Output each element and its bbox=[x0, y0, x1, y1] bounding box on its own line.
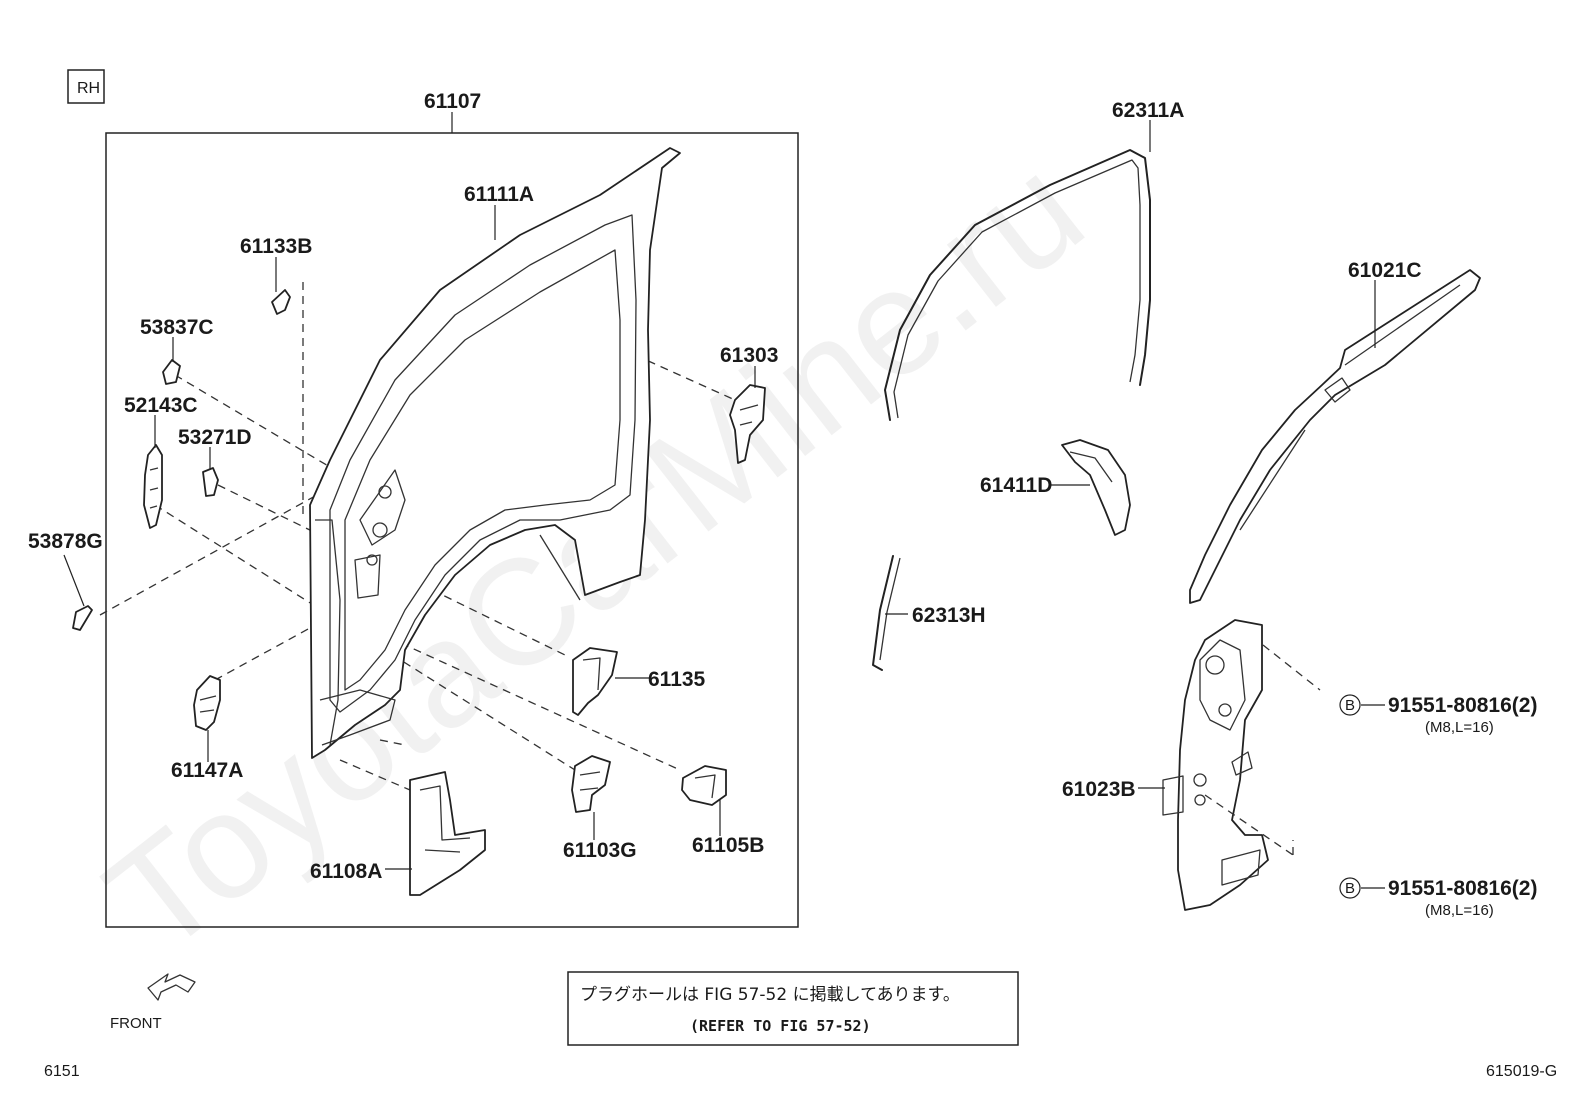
label-53837C: 53837C bbox=[140, 316, 214, 339]
label-53878G: 53878G bbox=[28, 530, 103, 553]
part-61103G bbox=[571, 755, 611, 813]
part-53837C bbox=[162, 359, 181, 385]
body-side-outer-panel bbox=[309, 147, 681, 759]
assembly-dashes-right bbox=[1204, 644, 1321, 856]
note-line-2: (REFER TO FIG 57-52) bbox=[690, 1017, 871, 1035]
label-61105B: 61105B bbox=[692, 834, 764, 857]
bolt-callout-bottom bbox=[1339, 877, 1361, 899]
label-bolt-bottom: 91551-80816(2) bbox=[1388, 877, 1537, 900]
bolt-callout-top-letter: B bbox=[1345, 697, 1355, 714]
side-badge-frame bbox=[67, 69, 105, 104]
part-61023B bbox=[1162, 619, 1269, 911]
part-52143C bbox=[143, 444, 163, 529]
label-bolt-top: 91551-80816(2) bbox=[1388, 694, 1537, 717]
label-bolt-bottom-spec: (M8,L=16) bbox=[1425, 902, 1494, 919]
label-53271D: 53271D bbox=[178, 426, 252, 449]
side-badge: RH bbox=[77, 80, 100, 97]
part-61147A bbox=[193, 675, 221, 731]
bolt-callout-top bbox=[1339, 694, 1361, 716]
fig-code: 615019-G bbox=[1486, 1063, 1557, 1080]
label-bolt-top-spec: (M8,L=16) bbox=[1425, 719, 1494, 736]
bolt-callout-bottom-letter: B bbox=[1345, 880, 1355, 897]
label-62311A: 62311A bbox=[1112, 99, 1184, 122]
part-61105B bbox=[681, 765, 727, 806]
page-ref: 6151 bbox=[44, 1063, 80, 1080]
part-61411D bbox=[1061, 439, 1131, 536]
label-52143C: 52143C bbox=[124, 394, 198, 417]
label-62313H: 62313H bbox=[912, 604, 986, 627]
leaders-left bbox=[63, 205, 756, 870]
part-61108A bbox=[409, 771, 486, 896]
part-61133B bbox=[271, 289, 291, 315]
label-61303: 61303 bbox=[720, 344, 778, 367]
label-61111A: 61111A bbox=[464, 183, 534, 206]
part-62313H bbox=[872, 555, 901, 671]
part-61021C bbox=[1189, 269, 1481, 604]
leaders-right bbox=[885, 120, 1385, 889]
label-61021C: 61021C bbox=[1348, 259, 1422, 282]
part-61303 bbox=[729, 384, 766, 464]
part-53271D bbox=[202, 467, 219, 497]
part-53878G bbox=[72, 605, 93, 631]
note-box bbox=[567, 971, 1019, 1046]
note-line-1: プラグホールは FIG 57-52 に掲載してあります。 bbox=[580, 985, 960, 1005]
part-62311A bbox=[884, 149, 1151, 421]
front-arrow-icon bbox=[147, 973, 196, 1001]
label-61107: 61107 bbox=[424, 90, 481, 113]
label-61135: 61135 bbox=[648, 668, 706, 691]
label-61411D: 61411D bbox=[980, 474, 1052, 497]
front-label: FRONT bbox=[110, 1015, 162, 1032]
label-61023B: 61023B bbox=[1062, 778, 1136, 801]
part-61135 bbox=[572, 647, 618, 716]
label-61108A: 61108A bbox=[310, 860, 382, 883]
label-61103G: 61103G bbox=[563, 839, 637, 862]
label-61133B: 61133B bbox=[240, 235, 312, 258]
label-61147A: 61147A bbox=[171, 759, 243, 782]
